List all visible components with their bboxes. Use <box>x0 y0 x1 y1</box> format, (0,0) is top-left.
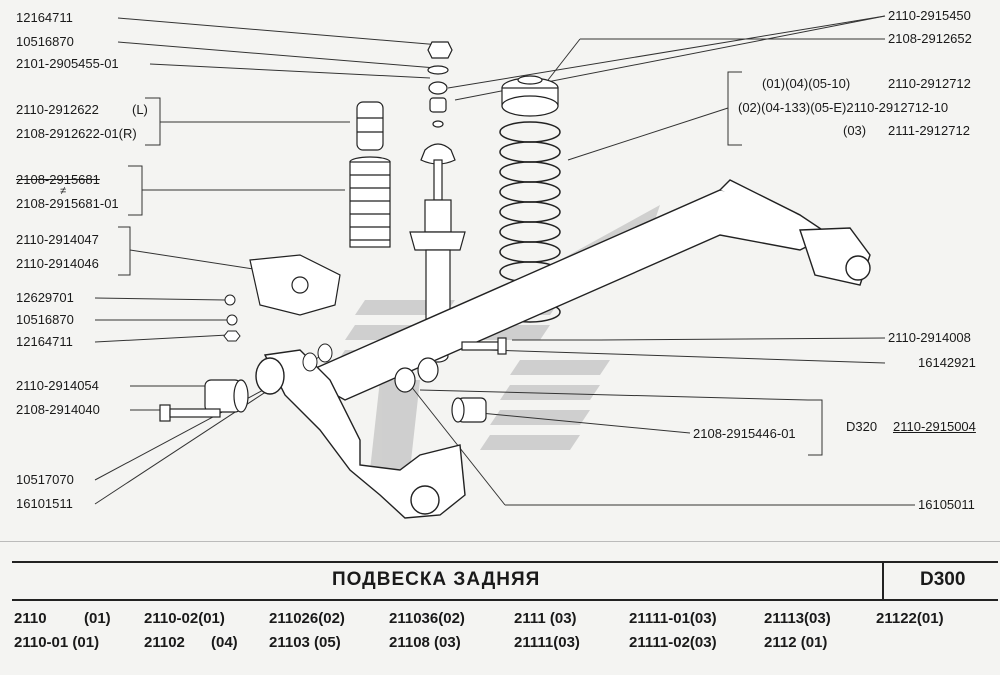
model-211026: 211026(02) <box>269 610 345 627</box>
part-label-2110-2912622: 2110-2912622 <box>16 102 99 117</box>
bracket-fasteners <box>223 294 241 342</box>
section-code: D300 <box>920 569 966 590</box>
part-label-left-marker: (L) <box>132 102 148 117</box>
arm-fasteners <box>302 343 333 372</box>
model-21111-02: 21111-02(03) <box>629 634 717 651</box>
spring-variant-codes-3: (03) <box>843 123 867 138</box>
model-21122: 21122(01) <box>876 610 944 627</box>
leader-lines-right <box>409 15 915 506</box>
part-label-2101-2905455-01: 2101-2905455-01 <box>16 56 119 71</box>
part-label-2110-2914054: 2110-2914054 <box>16 378 99 393</box>
part-label-2110-2912712-10: (02)(04-133)(05-E)2110-2912712-10 <box>738 100 949 115</box>
model-21113: 21113(03) <box>764 610 831 627</box>
title-divider <box>882 563 884 599</box>
spring-insulator <box>501 75 559 117</box>
part-label-2110-2915450: 2110-2915450 <box>888 8 971 23</box>
model-2110-variant: (01) <box>84 610 111 627</box>
part-label-10516870-mid: 10516870 <box>16 312 74 327</box>
part-label-10516870-top: 10516870 <box>16 34 74 49</box>
bushing-2108-2915446-01 <box>451 397 487 423</box>
part-label-2108-2915681: 2108-2915681 <box>16 172 100 187</box>
part-label-2108-2912652: 2108-2912652 <box>888 31 972 46</box>
rear-suspension-diagram <box>94 15 915 519</box>
part-label-2110-2914008: 2110-2914008 <box>888 330 971 345</box>
model-applicability: 2110 (01) 2110-02(01) 211026(02) 211036(… <box>14 610 994 670</box>
part-label-2111-2912712: 2111-2912712 <box>888 123 970 138</box>
part-label-2108-2914040: 2108-2914040 <box>16 402 100 417</box>
model-21111: 21111(03) <box>514 634 580 651</box>
part-label-16105011: 16105011 <box>918 497 975 512</box>
page-title: ПОДВЕСКА ЗАДНЯЯ <box>332 569 541 590</box>
model-21108: 21108 (03) <box>389 634 461 651</box>
model-21111-01: 21111-01(03) <box>629 610 717 627</box>
part-label-2110-2914046: 2110-2914046 <box>16 256 99 271</box>
silent-block <box>204 379 249 413</box>
title-row: ПОДВЕСКА ЗАДНЯЯ D300 <box>12 561 998 601</box>
part-label-2108-2915446-01: 2108-2915446-01 <box>693 426 796 441</box>
shock-bolt <box>461 337 507 355</box>
part-label-2110-2915004: 2110-2915004 <box>893 419 976 434</box>
model-2110: 2110 <box>14 610 47 627</box>
section-ref-d320: D320 <box>846 419 878 434</box>
model-2110-01: 2110-01 (01) <box>14 634 100 651</box>
trailing-arm <box>255 349 466 519</box>
part-label-2108-2915681-01: 2108-2915681-01 <box>16 196 119 211</box>
part-label-10517070: 10517070 <box>16 472 74 487</box>
spring-variant-codes-1: (01)(04)(05-10) <box>762 76 851 91</box>
model-21102: 21102 <box>144 634 185 651</box>
model-2110-02: 2110-02(01) <box>144 610 225 627</box>
rear-beam <box>298 179 871 401</box>
model-21102-variant: (04) <box>211 634 238 651</box>
bump-stop <box>356 101 384 151</box>
model-2111: 2111 (03) <box>514 610 577 627</box>
shock-bushing <box>394 357 439 393</box>
part-label-2108-2912622-01r: 2108-2912622-01(R) <box>16 126 137 141</box>
part-label-2110-2914047: 2110-2914047 <box>16 232 99 247</box>
page-separator <box>0 541 1000 542</box>
model-211036: 211036(02) <box>389 610 465 627</box>
part-label-16101511: 16101511 <box>16 496 73 511</box>
top-fasteners <box>420 41 456 165</box>
model-2112: 2112 (01) <box>764 634 828 651</box>
bolt-2108-2914040 <box>159 404 221 422</box>
model-21103: 21103 (05) <box>269 634 341 651</box>
part-label-12164711-mid: 12164711 <box>16 334 73 349</box>
part-label-16142921: 16142921 <box>918 355 976 370</box>
part-label-12629701: 12629701 <box>16 290 74 305</box>
part-label-12164711-top: 12164711 <box>16 10 73 25</box>
protective-boot <box>349 156 391 248</box>
part-label-2110-2912712: 2110-2912712 <box>888 76 971 91</box>
not-interchangeable-sign: ≠ <box>60 185 67 197</box>
mounting-bracket <box>249 254 341 316</box>
